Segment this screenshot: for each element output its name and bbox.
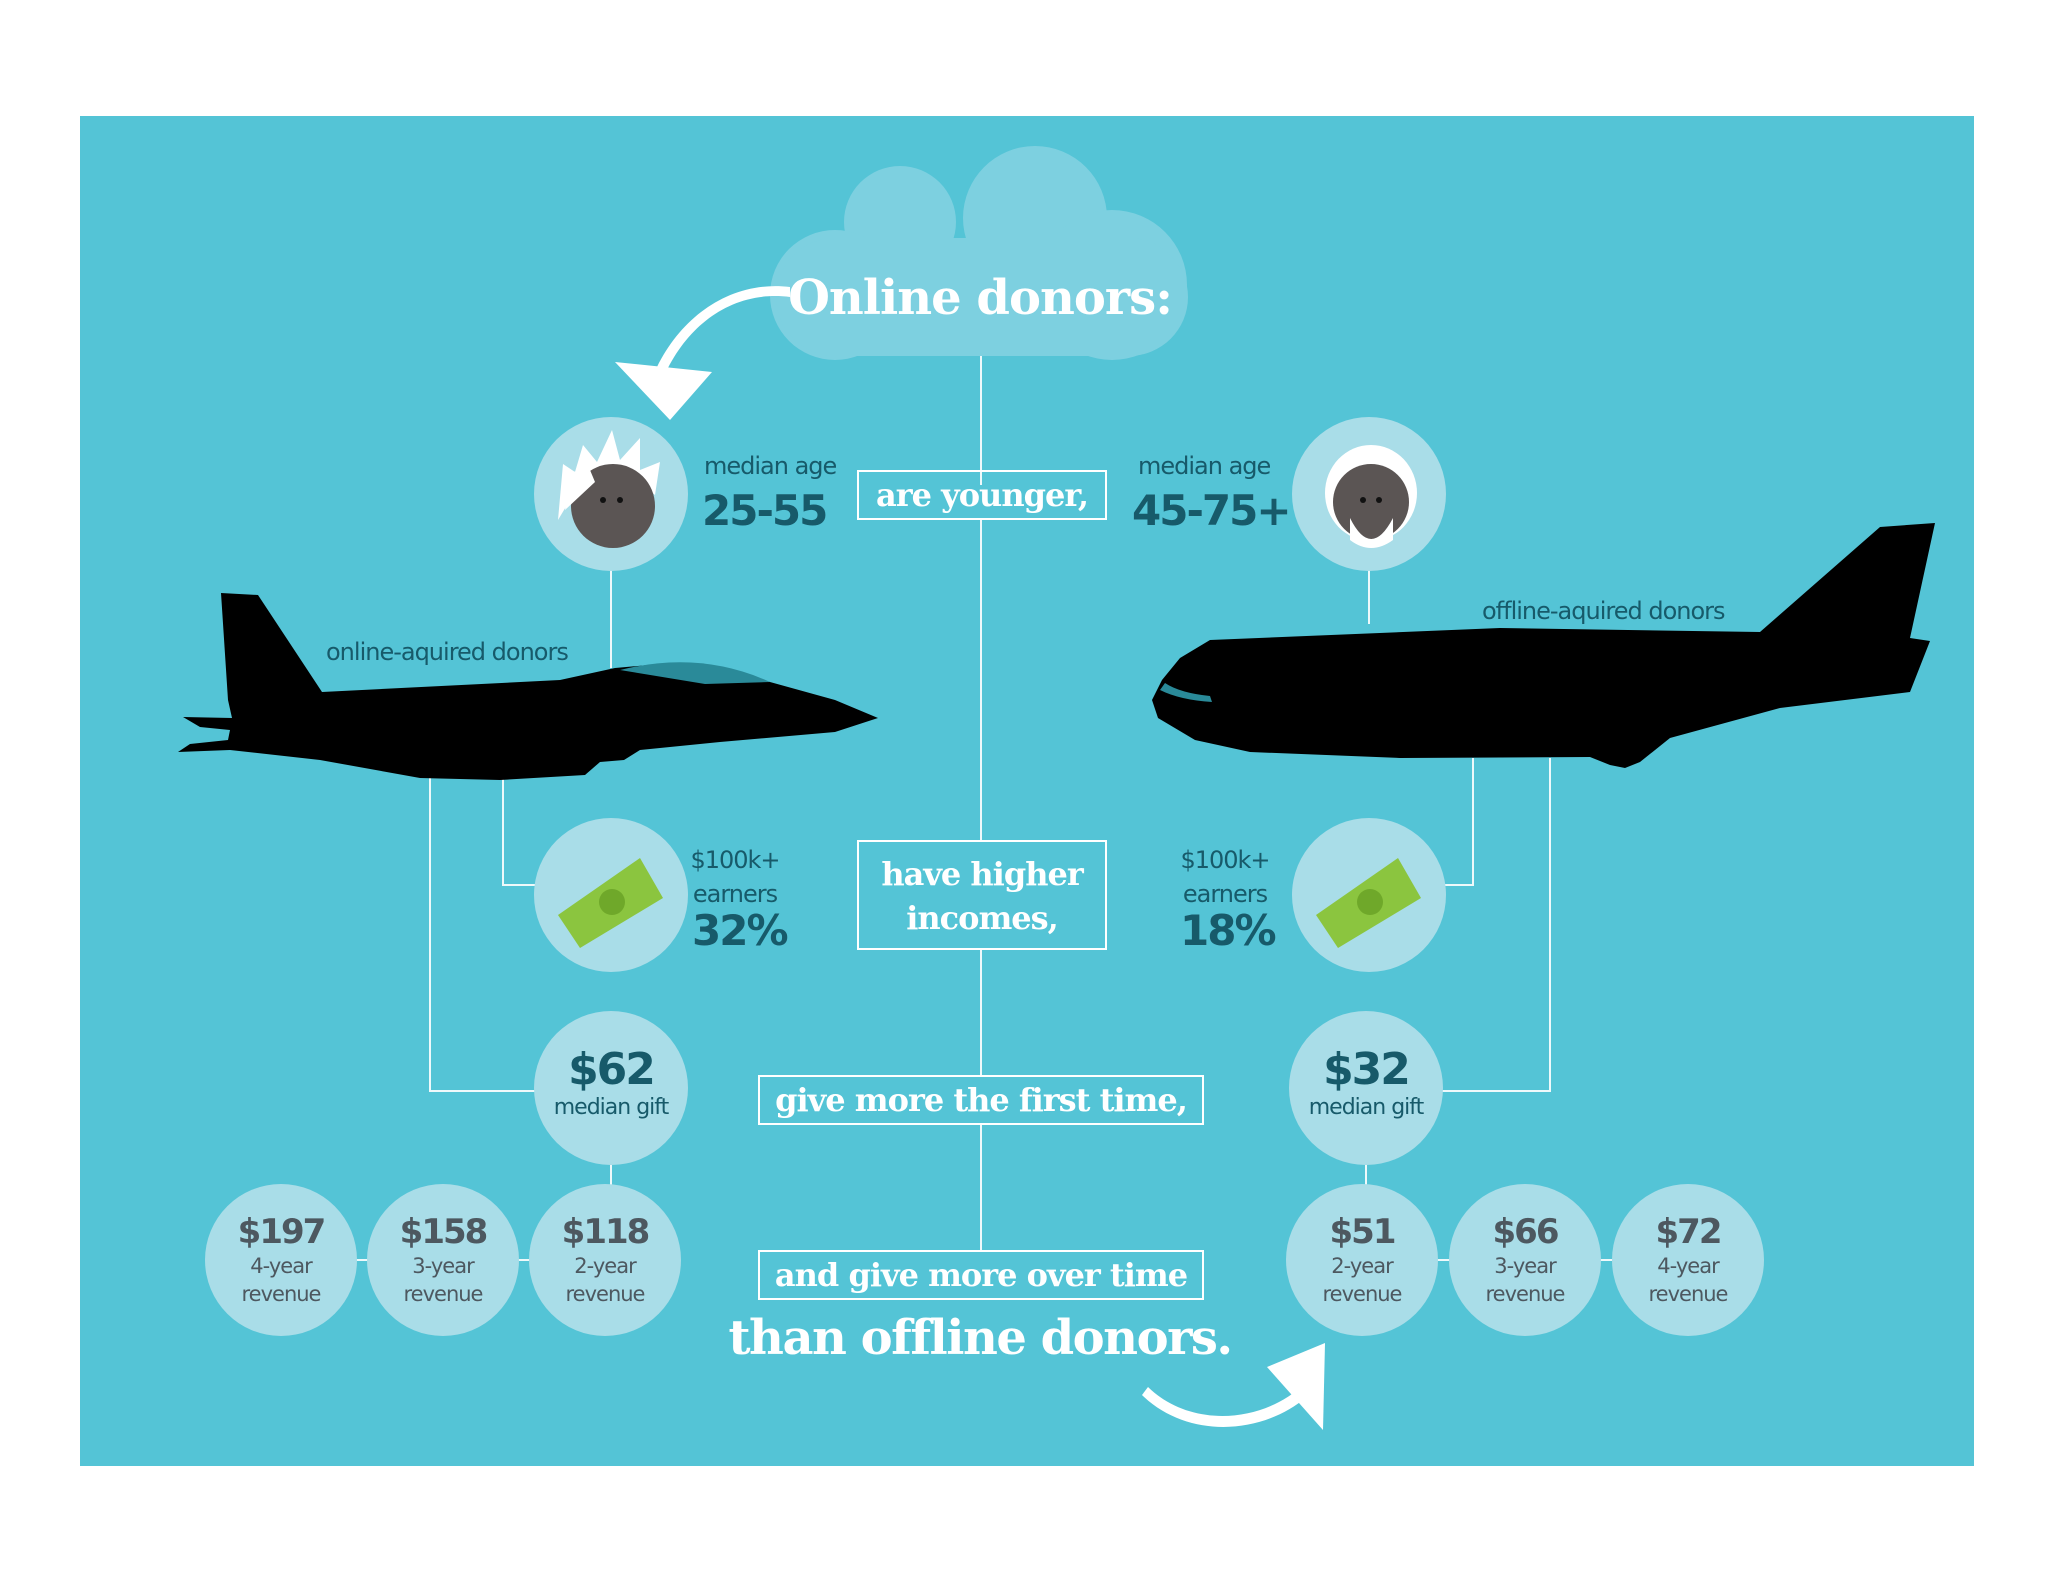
revenue-value: $72	[1655, 1212, 1723, 1252]
revenue-value: $197	[237, 1212, 327, 1252]
revenue-value: $66	[1492, 1212, 1560, 1252]
revenue-label: revenue	[1322, 1282, 1403, 1306]
offline-earners-line2: earners	[1182, 880, 1268, 908]
online-age-label: median age	[704, 452, 837, 480]
offline-revenue-3yr: $66 3-year revenue	[1449, 1212, 1601, 1308]
offline-gift-value: $32	[1323, 1044, 1411, 1095]
offline-earners-label: $100k+ earners	[1180, 843, 1270, 911]
revenue-period: 2-year	[1331, 1254, 1393, 1278]
online-earners-line1: $100k+	[690, 846, 780, 874]
offline-median-gift: $32 median gift	[1289, 1044, 1443, 1120]
online-gift-value: $62	[568, 1044, 656, 1095]
online-earners-line2: earners	[692, 880, 778, 908]
statement-younger: are younger,	[857, 470, 1107, 520]
dollar-bill-icon	[1292, 818, 1446, 972]
statement-over-time-text: and give more over time	[774, 1256, 1188, 1294]
curved-arrow-icon	[1142, 1343, 1325, 1430]
revenue-value: $158	[399, 1212, 489, 1252]
online-revenue-4yr: $197 4-year revenue	[205, 1212, 357, 1308]
offline-earners-value: 18%	[1180, 906, 1277, 955]
online-plane-label: online-aquired donors	[326, 638, 569, 666]
fighter-jet-icon	[178, 593, 878, 780]
online-earners-value: 32%	[692, 906, 789, 955]
revenue-period: 2-year	[574, 1254, 636, 1278]
offline-age-label: median age	[1138, 452, 1271, 480]
statement-younger-text: are younger,	[876, 476, 1089, 514]
online-earners-label: $100k+ earners	[690, 843, 780, 911]
offline-plane-label: offline-aquired donors	[1482, 597, 1726, 625]
online-revenue-3yr: $158 3-year revenue	[367, 1212, 519, 1308]
young-donor-avatar-icon	[534, 417, 688, 571]
offline-earners-line1: $100k+	[1180, 846, 1270, 874]
statement-first-time-text: give more the first time,	[775, 1081, 1188, 1119]
curved-arrow-icon	[615, 286, 790, 420]
revenue-label: revenue	[241, 1282, 322, 1306]
revenue-period: 3-year	[1494, 1254, 1556, 1278]
revenue-label: revenue	[403, 1282, 484, 1306]
offline-revenue-2yr: $51 2-year revenue	[1286, 1212, 1438, 1308]
online-age-value: 25-55	[702, 486, 828, 535]
dollar-bill-icon	[534, 818, 688, 972]
page-title: Online donors:	[788, 270, 1173, 326]
revenue-period: 4-year	[1657, 1254, 1719, 1278]
statement-incomes-line2: incomes,	[906, 899, 1059, 937]
offline-gift-label: median gift	[1308, 1095, 1425, 1120]
median-gift-circle	[534, 1011, 688, 1165]
revenue-circles	[205, 1184, 1764, 1336]
median-gift-circle	[1289, 1011, 1443, 1165]
cloud-icon	[770, 146, 1188, 360]
revenue-value: $118	[561, 1212, 651, 1252]
online-median-gift: $62 median gift	[534, 1044, 688, 1120]
offline-revenue-4yr: $72 4-year revenue	[1612, 1212, 1764, 1308]
online-gift-label: median gift	[553, 1095, 670, 1120]
statement-incomes: have higher incomes,	[857, 840, 1107, 950]
online-revenue-2yr: $118 2-year revenue	[529, 1212, 681, 1308]
revenue-label: revenue	[565, 1282, 646, 1306]
revenue-label: revenue	[1648, 1282, 1729, 1306]
airliner-icon	[1152, 523, 1935, 768]
closing-statement: than offline donors.	[728, 1310, 1233, 1366]
connector-lines	[351, 355, 1612, 1261]
revenue-value: $51	[1329, 1212, 1397, 1252]
revenue-label: revenue	[1485, 1282, 1566, 1306]
statement-incomes-line1: have higher	[881, 855, 1083, 893]
offline-age-value: 45-75+	[1132, 486, 1292, 535]
revenue-period: 3-year	[412, 1254, 474, 1278]
statement-first-time: give more the first time,	[758, 1075, 1204, 1125]
older-donor-avatar-icon	[1292, 417, 1446, 571]
revenue-period: 4-year	[250, 1254, 312, 1278]
statement-over-time: and give more over time	[758, 1250, 1204, 1300]
